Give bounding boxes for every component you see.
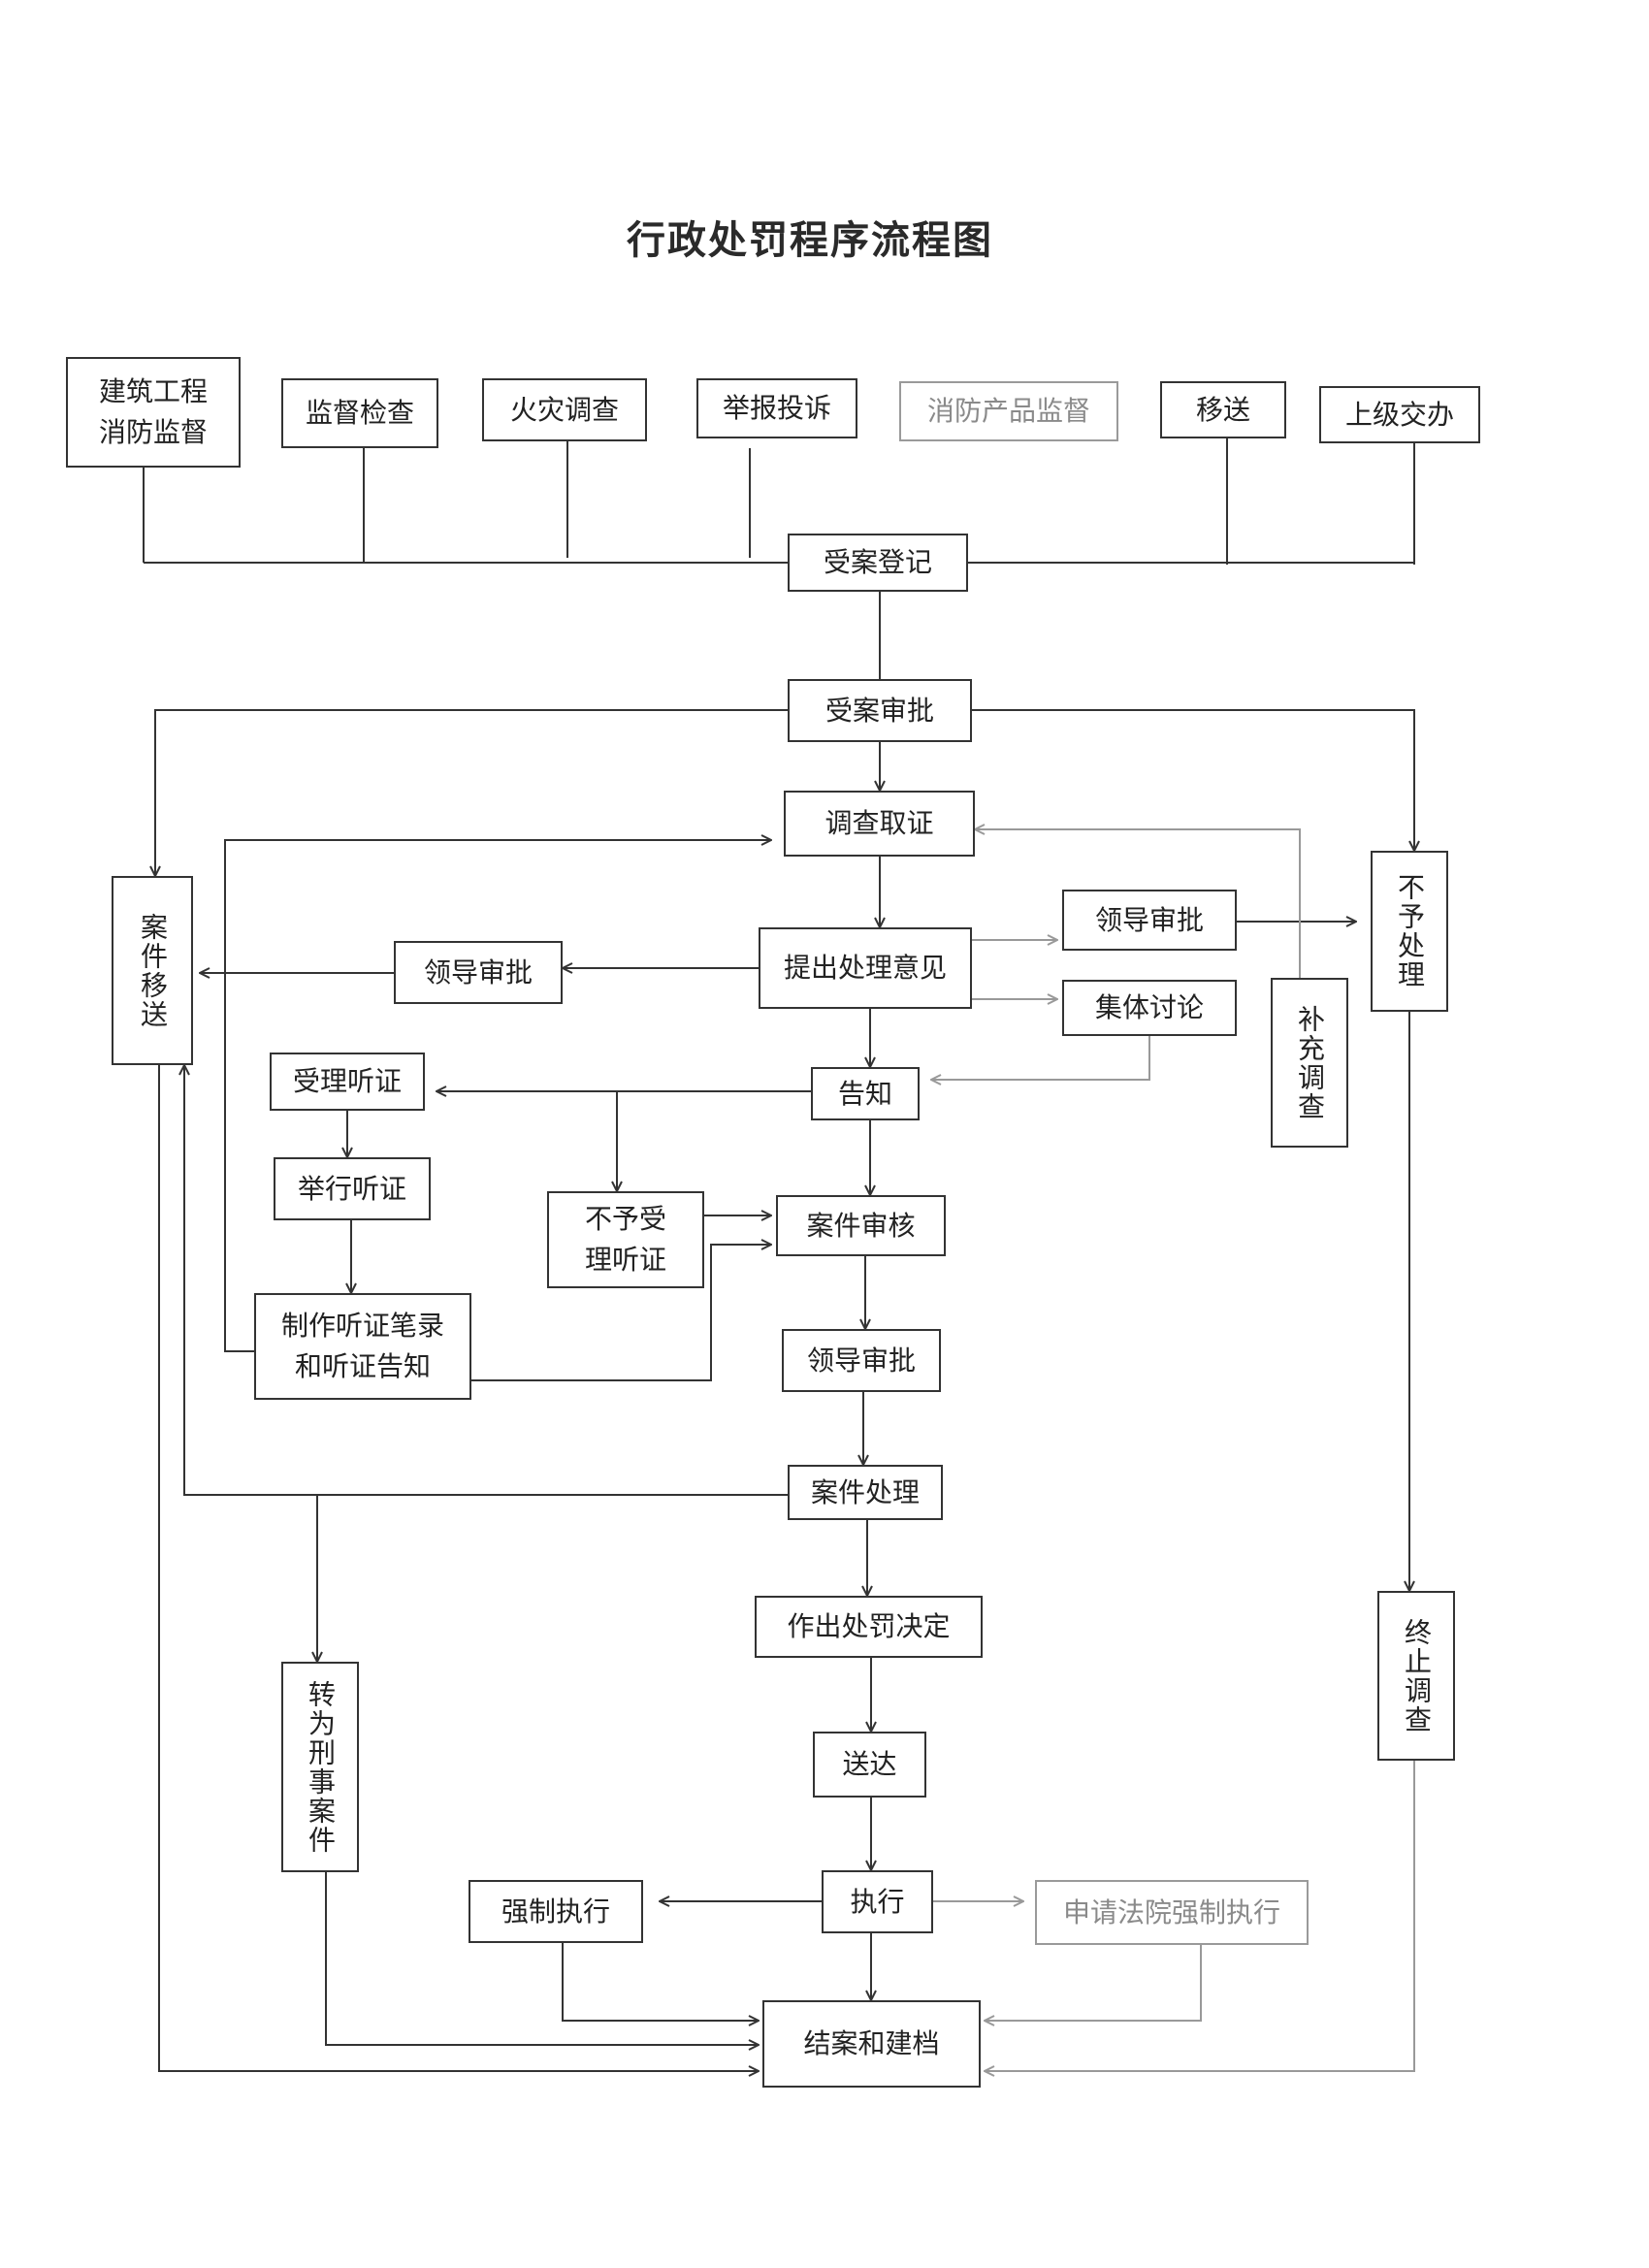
node-jiandu: 监督检查: [281, 378, 438, 448]
node-buchong-diaocha: 补充调查: [1271, 978, 1348, 1148]
node-gaozhi: 告知: [811, 1067, 920, 1120]
node-jianzhu: 建筑工程 消防监督: [66, 357, 241, 468]
node-buyu-chuli: 不予处理: [1371, 851, 1448, 1012]
node-anjian-yisong: 案件移送: [112, 876, 193, 1065]
node-yisong-source: 移送: [1160, 381, 1286, 438]
node-zhongzhi-diaocha: 终止调查: [1377, 1591, 1455, 1761]
node-lingdao-shenpi-left: 领导审批: [394, 941, 563, 1004]
node-zhixing: 执行: [822, 1870, 933, 1933]
node-tichu-yijian: 提出处理意见: [759, 927, 972, 1009]
node-shangji: 上级交办: [1319, 386, 1480, 443]
node-buyu-shouli: 不予受 理听证: [547, 1191, 704, 1288]
node-lingdao-shenpi-right: 领导审批: [1062, 890, 1237, 951]
node-huozai: 火灾调查: [482, 378, 647, 441]
page-title: 行政处罚程序流程图: [627, 217, 993, 263]
node-shouli-tingzheng: 受理听证: [270, 1053, 425, 1111]
node-juxing-tingzheng: 举行听证: [274, 1157, 431, 1220]
node-jubao: 举报投诉: [696, 378, 857, 438]
node-xiaofang-chanpin: 消防产品监督: [899, 381, 1118, 441]
node-zuochu-jueding: 作出处罚决定: [755, 1596, 983, 1658]
node-anjian-shenhe: 案件审核: [776, 1195, 946, 1256]
node-zhuanwei-xingshi: 转为刑事案件: [281, 1662, 359, 1872]
node-jiean: 结案和建档: [762, 2000, 981, 2088]
node-lingdao-shenpi-mid: 领导审批: [782, 1329, 941, 1392]
node-diaocha: 调查取证: [784, 791, 975, 857]
node-shouan-dengji: 受案登记: [788, 534, 968, 592]
node-shouan-shenpi: 受案审批: [788, 679, 972, 742]
node-shenqing-fayuan: 申请法院强制执行: [1035, 1880, 1309, 1945]
node-zhizuo-bilu: 制作听证笔录 和听证告知: [254, 1293, 471, 1400]
node-qiangzhi-zhixing: 强制执行: [469, 1880, 643, 1943]
node-songda: 送达: [813, 1732, 926, 1798]
node-jiti-taolun: 集体讨论: [1062, 980, 1237, 1036]
node-anjian-chuli: 案件处理: [788, 1465, 943, 1520]
